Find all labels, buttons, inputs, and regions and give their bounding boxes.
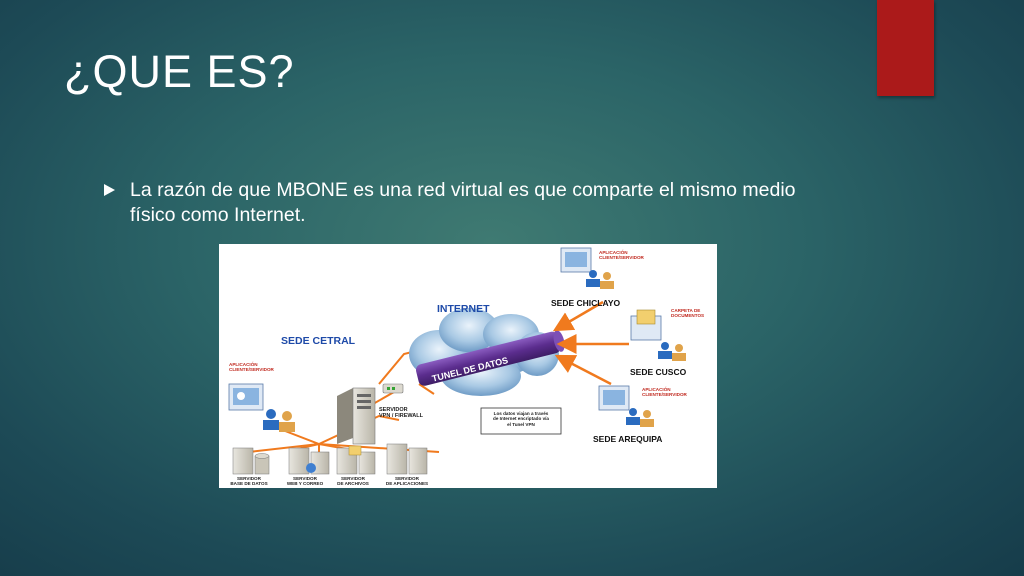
arequipa-tag: APLICACIÓN CLIENTE/SERVIDOR: [642, 387, 687, 398]
server-rack-icons: [232, 443, 428, 475]
bullet-text: La razón de que MBONE es una red virtual…: [130, 179, 796, 226]
central-workstation-icon: [228, 383, 295, 432]
slide-title: ¿QUE ES?: [64, 46, 295, 97]
central-site-label: SEDE CETRAL: [281, 335, 356, 347]
server-label-web-mail: SERVIDOR WEB Y CORREO: [286, 476, 324, 487]
chiclayo-tag: APLICACIÓN CLIENTE/SERVIDOR: [599, 250, 644, 261]
cusco-tag: CARPETA DE DOCUMENTOS: [671, 308, 705, 319]
red-accent-tab: [877, 0, 934, 96]
cusco-site-label: SEDE CUSCO: [630, 367, 687, 377]
bullet-arrow-icon: [104, 184, 115, 196]
arequipa-site-label: SEDE AREQUIPA: [593, 434, 663, 444]
vpn-server-label: SERVIDOR VPN / FIREWALL: [379, 407, 423, 419]
tunnel-note-box: [480, 407, 562, 435]
central-app-tag: APLICACIÓN CLIENTE/SERVIDOR: [229, 362, 274, 373]
network-diagram: INTERNET SEDE CETRAL TUNEL DE DATOS SERV…: [219, 244, 717, 488]
internet-label: INTERNET: [437, 303, 490, 315]
site-arrows: [552, 300, 629, 386]
arequipa-workstation-icon: [598, 385, 654, 427]
chiclayo-workstation-icon: [560, 247, 614, 289]
vpn-server-icon: [337, 387, 376, 445]
tunnel-note: Los datos viajan a través de Internet en…: [493, 411, 549, 427]
router-icon: [382, 383, 404, 394]
bullet-item: La razón de que MBONE es una red virtual…: [104, 178, 804, 228]
server-label-applications: SERVIDOR DE APLICACIONES: [385, 476, 429, 487]
server-label-database: SERVIDOR BASE DE DATOS: [230, 476, 268, 487]
chiclayo-site-label: SEDE CHICLAYO: [551, 298, 621, 308]
diagram-graphics: [228, 247, 686, 475]
cusco-workstation-icon: [630, 309, 686, 361]
server-label-files: SERVIDOR DE ARCHIVOS: [337, 476, 369, 487]
